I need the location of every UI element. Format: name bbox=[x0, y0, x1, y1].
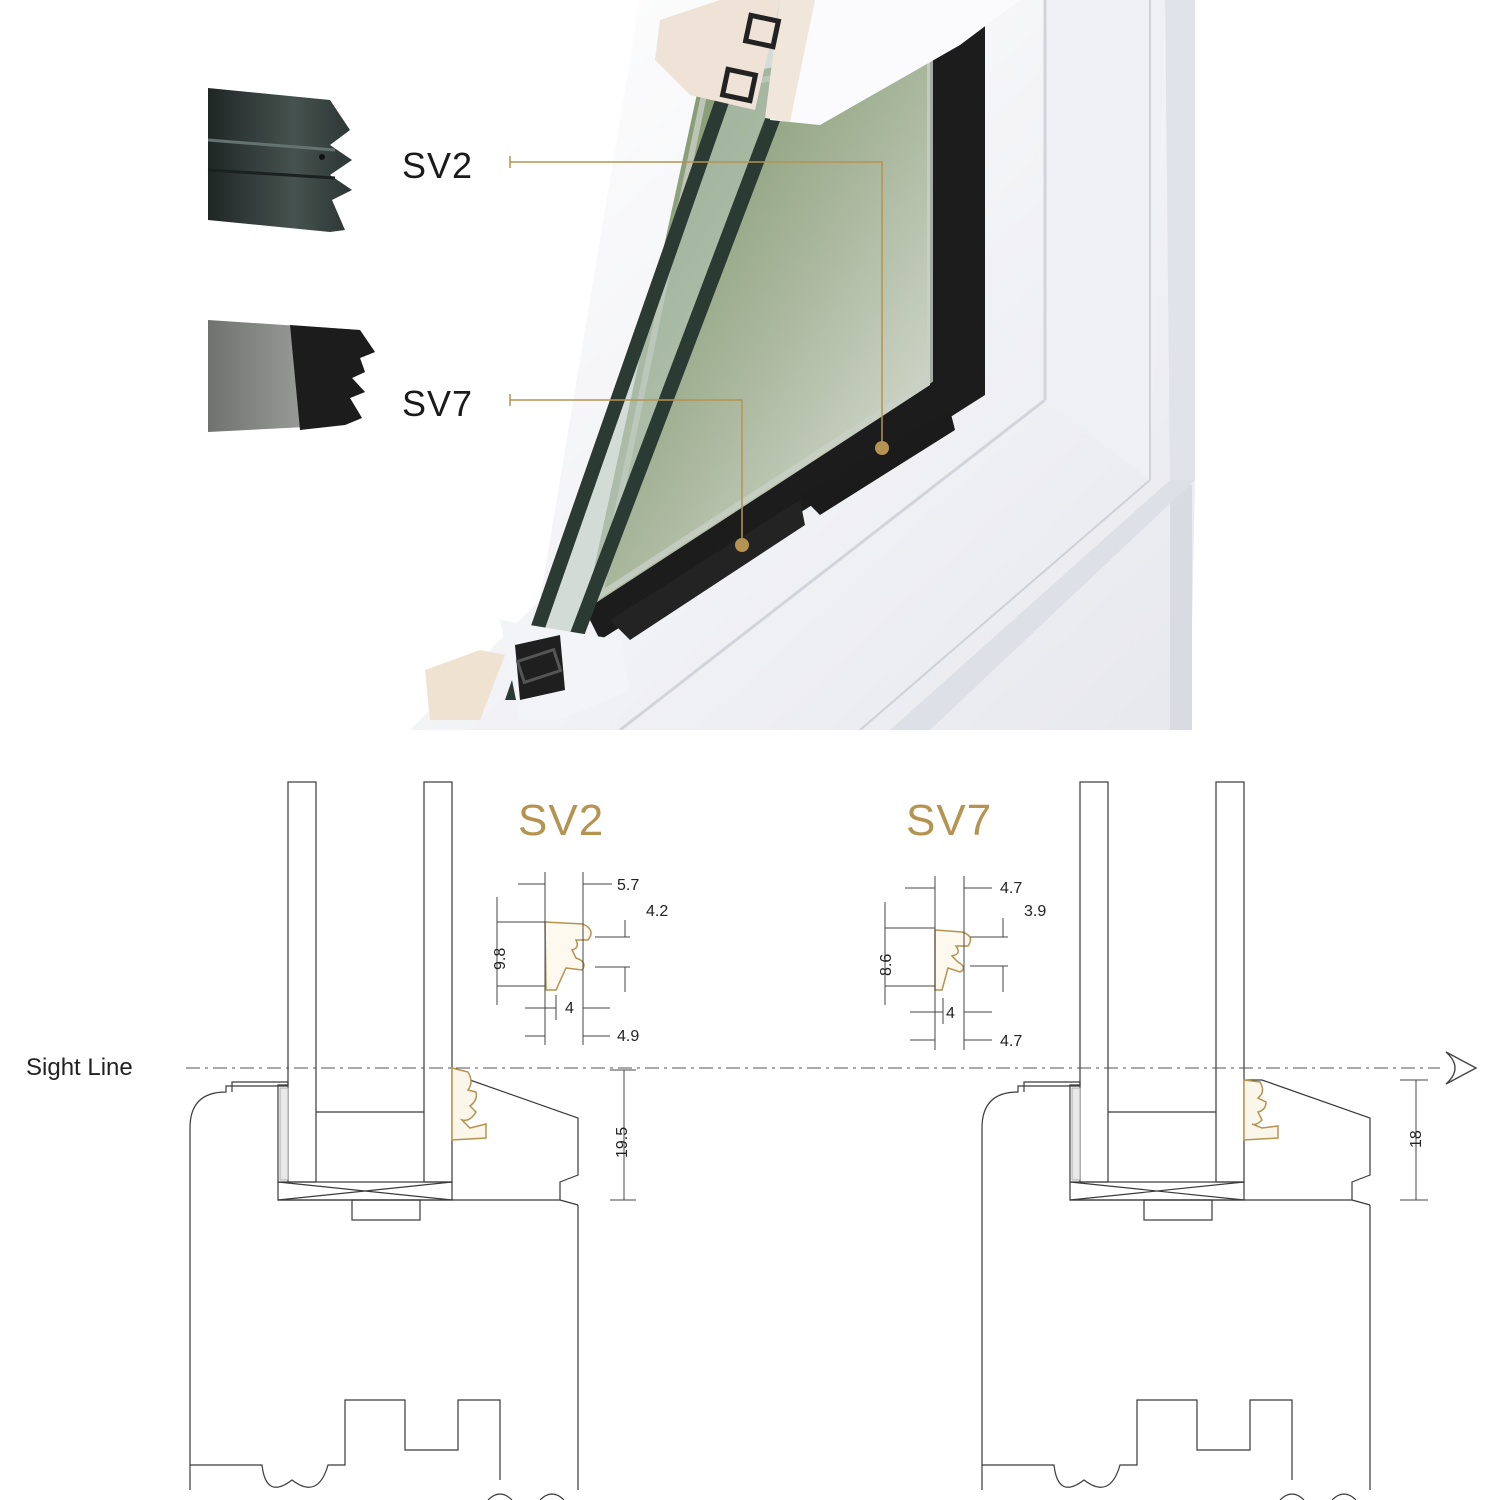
dimension-lines bbox=[496, 872, 1428, 1201]
sv7-dim-bead-height: 18 bbox=[1408, 1130, 1425, 1148]
sv2-dim-bead-height: 19.5 bbox=[614, 1126, 631, 1158]
sv2-photo-label: SV2 bbox=[402, 145, 474, 186]
sight-line-label: Sight Line bbox=[26, 1054, 133, 1081]
bottom-bead bbox=[425, 620, 630, 720]
window-photo bbox=[207, 0, 1195, 730]
sv7-detail-profile bbox=[934, 929, 972, 991]
glass-pane bbox=[585, 40, 930, 610]
sv2-section bbox=[189, 781, 579, 1500]
sv7-dim-height: 8.6 bbox=[878, 953, 895, 976]
sv2-section-gasket bbox=[451, 1067, 487, 1141]
sv2-diagram-title: SV2 bbox=[518, 796, 605, 845]
sv7-dim-bottom-width: 4.7 bbox=[1000, 1033, 1023, 1050]
sv7-dim-inner-width: 4 bbox=[946, 1005, 955, 1022]
callout-leaders bbox=[509, 156, 883, 545]
eye-icon bbox=[1445, 1051, 1478, 1085]
sv2-dim-upper-step: 4.2 bbox=[646, 903, 669, 920]
sv2-dim-top-width: 5.7 bbox=[617, 877, 640, 894]
sv7-callout-dot bbox=[735, 538, 749, 552]
sv2-dim-inner-width: 4 bbox=[565, 1000, 574, 1017]
sv7-photo-label: SV7 bbox=[402, 383, 474, 424]
sv2-detail-profile bbox=[544, 921, 592, 991]
sv7-dim-top-width: 4.7 bbox=[1000, 880, 1023, 897]
sv7-section-gasket bbox=[1243, 1079, 1279, 1141]
sv7-dim-upper-step: 3.9 bbox=[1024, 903, 1047, 920]
double-glazing bbox=[505, 0, 826, 720]
sv2-callout-dot bbox=[875, 441, 889, 455]
sv2-gasket-sample bbox=[207, 88, 352, 232]
sv7-section bbox=[981, 781, 1371, 1500]
sv2-dim-height: 9.8 bbox=[492, 947, 509, 970]
cross-section-drawing bbox=[186, 781, 1478, 1500]
sv7-diagram-title: SV7 bbox=[906, 796, 993, 845]
top-bead bbox=[655, 0, 1020, 125]
sv7-gasket-sample bbox=[208, 320, 375, 432]
sv2-dim-bottom-width: 4.9 bbox=[617, 1028, 640, 1045]
